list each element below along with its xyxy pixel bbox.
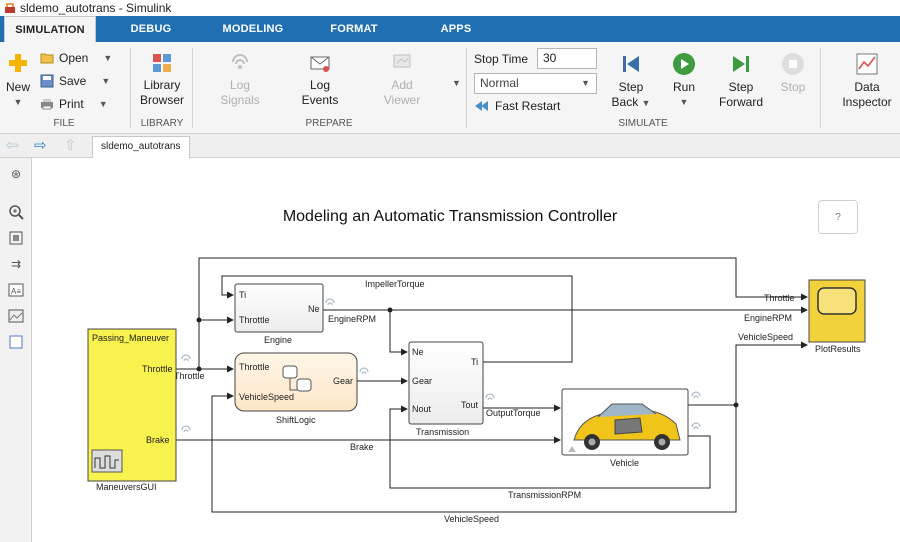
simulation-mode-select[interactable]: Normal ▼ <box>474 73 597 94</box>
window-title: sldemo_autotrans - Simulink <box>20 1 172 15</box>
area-icon[interactable] <box>8 334 24 350</box>
image-icon[interactable] <box>8 308 24 324</box>
print-button[interactable]: Print ▼ <box>40 94 108 114</box>
log-events-label-2: Events <box>301 93 339 107</box>
run-label: Run <box>672 80 695 94</box>
save-label: Save <box>59 74 87 88</box>
data-inspector-button[interactable]: Data Inspector <box>834 52 900 110</box>
data-inspector-label-2: Inspector <box>842 95 892 109</box>
library-grid-icon <box>153 54 171 72</box>
log-events-label-1: Log <box>309 78 331 92</box>
tab-simulation[interactable]: SIMULATION <box>4 16 96 42</box>
step-forward-icon <box>733 56 749 72</box>
stop-time-input[interactable]: 30 <box>537 48 597 69</box>
step-back-label-1: Step <box>618 80 644 94</box>
folder-icon <box>40 53 54 64</box>
save-dropdown-icon: ▼ <box>101 76 111 86</box>
tab-apps[interactable]: APPS <box>440 23 472 35</box>
canvas-tool-palette: ⊛ ⇉ A≡ <box>0 158 32 542</box>
print-label: Print <box>59 97 84 111</box>
log-signals-label-1: Log <box>229 78 251 92</box>
print-dropdown-icon: ▼ <box>98 99 108 109</box>
data-inspector-label-1: Data <box>854 80 880 94</box>
zoom-in-icon[interactable] <box>8 204 24 220</box>
step-forward-button[interactable]: Step Forward <box>716 52 766 110</box>
fast-restart-toggle[interactable]: Fast Restart <box>474 96 560 116</box>
chevron-down-icon: ▼ <box>581 78 590 88</box>
navigation-bar: ⇦ ⇨ ⇧ sldemo_autotrans <box>0 134 900 158</box>
new-label: New <box>5 80 30 94</box>
step-forward-label-1: Step <box>728 80 754 94</box>
save-icon <box>40 74 54 88</box>
separator <box>466 48 467 128</box>
tab-format[interactable]: FORMAT <box>330 23 378 35</box>
new-button[interactable]: New ▼ <box>4 52 32 110</box>
diagram-title: Modeling an Automatic Transmission Contr… <box>282 208 618 225</box>
fast-restart-label: Fast Restart <box>495 99 561 113</box>
tab-debug[interactable]: DEBUG <box>130 23 172 35</box>
log-signals-icon <box>232 54 248 69</box>
step-back-label-2: Back ▼ <box>611 95 651 109</box>
step-forward-label-2: Forward <box>718 95 763 109</box>
simulation-mode-value: Normal <box>480 76 519 90</box>
add-viewer-icon <box>393 54 411 68</box>
step-back-button[interactable]: Step Back ▼ <box>608 52 654 111</box>
stop-time-label: Stop Time <box>474 52 529 66</box>
step-back-icon <box>623 56 639 72</box>
prepare-gallery-dropdown-icon[interactable]: ▼ <box>452 78 461 88</box>
svg-text:A≡: A≡ <box>11 287 21 296</box>
back-arrow-icon[interactable]: ⇦ <box>6 137 19 154</box>
add-viewer-button[interactable]: Add Viewer <box>374 52 430 108</box>
fit-to-view-icon[interactable] <box>8 230 24 246</box>
window-titlebar: sldemo_autotrans - Simulink <box>0 0 900 16</box>
simulink-app-icon <box>5 3 15 13</box>
help-button[interactable]: ? <box>818 200 858 234</box>
data-inspector-icon <box>856 53 878 75</box>
separator <box>820 48 821 128</box>
run-play-icon <box>673 53 695 75</box>
fast-restart-icon <box>475 101 488 111</box>
arrow-direction-icon[interactable]: ⇉ <box>10 257 22 271</box>
log-events-envelope-icon <box>310 56 330 72</box>
up-arrow-icon[interactable]: ⇧ <box>64 137 77 154</box>
model-tab[interactable]: sldemo_autotrans <box>92 136 190 158</box>
library-group-label: LIBRARY <box>140 118 184 129</box>
annotation-icon[interactable]: A≡ <box>8 282 24 298</box>
ribbon-tabbar: SIMULATION DEBUG MODELING FORMAT APPS <box>0 16 900 42</box>
prepare-group-label: PREPARE <box>305 118 353 129</box>
log-signals-label-2: Signals <box>220 93 260 107</box>
tab-modeling[interactable]: MODELING <box>222 23 284 35</box>
separator <box>192 48 193 128</box>
simulate-group-label: SIMULATE <box>618 118 668 129</box>
library-browser-label-2: Browser <box>139 93 184 107</box>
add-viewer-label-1: Add <box>391 78 413 92</box>
stop-label: Stop <box>780 80 806 94</box>
new-plus-icon <box>9 54 27 72</box>
log-signals-button[interactable]: Log Signals <box>212 52 268 108</box>
library-browser-button[interactable]: Library Browser <box>136 52 188 108</box>
run-button[interactable]: Run ▼ <box>664 52 704 110</box>
file-group-label: FILE <box>53 118 75 129</box>
open-label: Open <box>59 51 89 65</box>
stop-button[interactable]: Stop <box>776 52 810 95</box>
forward-arrow-icon[interactable]: ⇨ <box>34 137 47 154</box>
save-button[interactable]: Save ▼ <box>40 71 110 91</box>
log-events-button[interactable]: Log Events <box>292 52 348 108</box>
ribbon: New ▼ Open ▼ Save ▼ Print ▼ FILE Library… <box>0 42 900 134</box>
open-button[interactable]: Open ▼ <box>40 48 112 68</box>
hide-show-explorer-icon[interactable]: ⊛ <box>10 167 22 181</box>
separator <box>130 48 131 128</box>
printer-icon <box>41 99 53 110</box>
add-viewer-label-2: Viewer <box>383 93 421 107</box>
stop-icon <box>782 53 804 75</box>
library-browser-label-1: Library <box>143 78 181 92</box>
new-dropdown-icon: ▼ <box>13 97 23 107</box>
open-dropdown-icon: ▼ <box>103 53 113 63</box>
run-dropdown-icon: ▼ <box>679 97 689 107</box>
